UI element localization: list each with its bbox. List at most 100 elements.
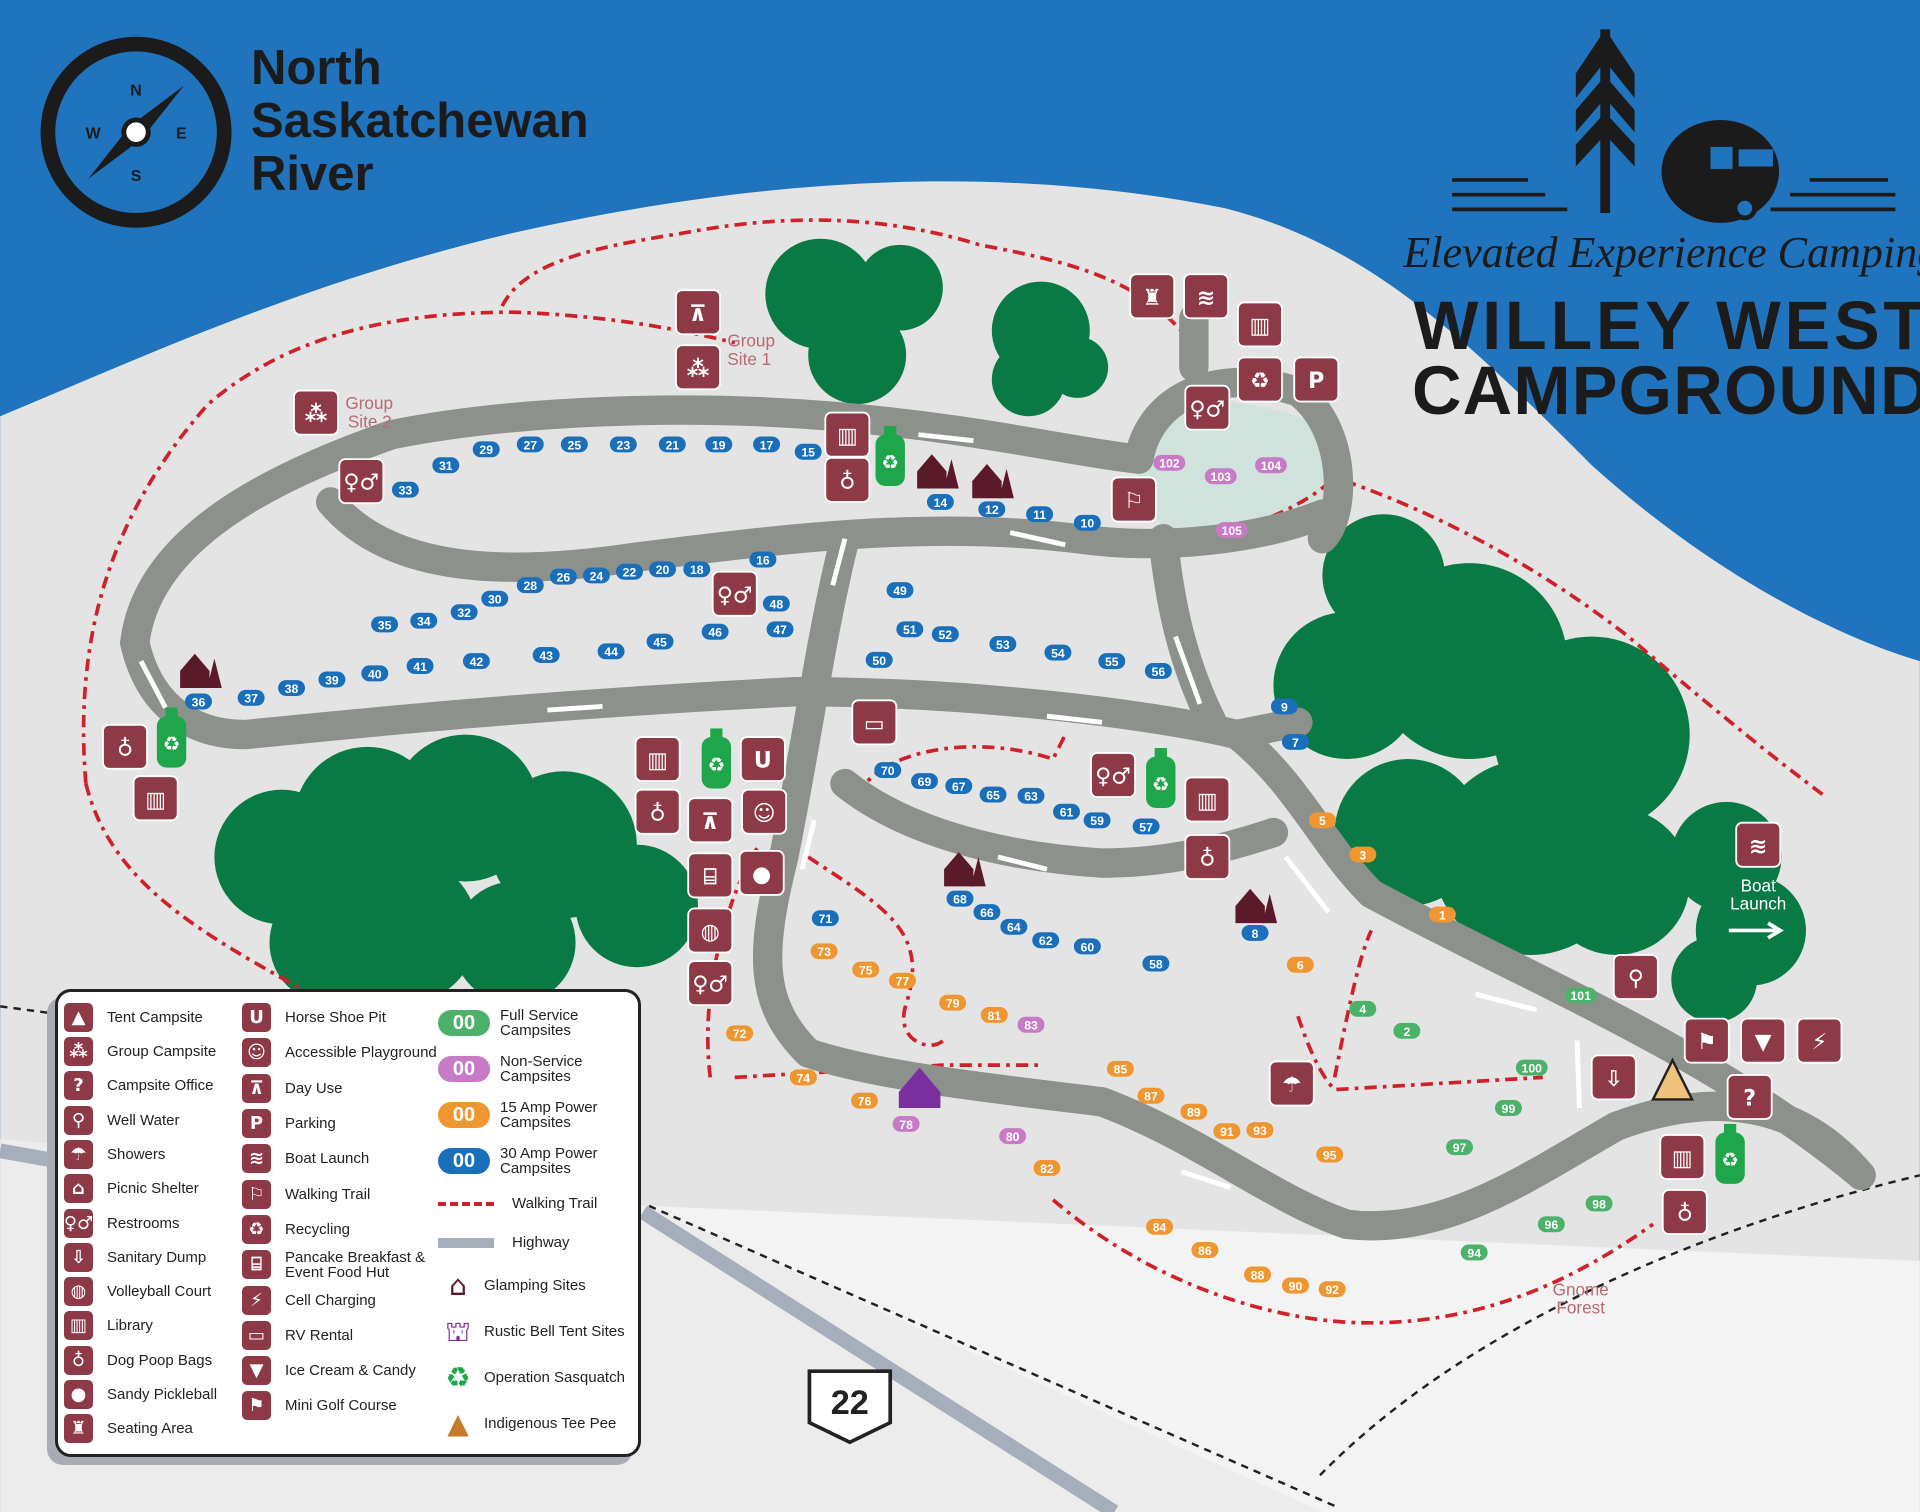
- campsite-77[interactable]: 77: [888, 972, 916, 989]
- restrooms-icon[interactable]: ♀♂: [338, 458, 385, 505]
- campsite-63[interactable]: 63: [1017, 787, 1045, 804]
- campsite-96[interactable]: 96: [1537, 1216, 1565, 1233]
- campsite-7[interactable]: 7: [1281, 733, 1309, 750]
- campsite-57[interactable]: 57: [1132, 818, 1160, 835]
- campsite-65[interactable]: 65: [979, 786, 1007, 803]
- campsite-4[interactable]: 4: [1349, 1000, 1377, 1017]
- campsite-55[interactable]: 55: [1098, 653, 1126, 670]
- campsite-68[interactable]: 68: [946, 890, 974, 907]
- sanitary-dump-icon[interactable]: ⇩: [1590, 1054, 1637, 1101]
- campsite-16[interactable]: 16: [749, 551, 777, 568]
- campsite-102[interactable]: 102: [1153, 454, 1186, 471]
- campsite-15[interactable]: 15: [794, 443, 822, 460]
- campsite-54[interactable]: 54: [1044, 644, 1072, 661]
- campsite-10[interactable]: 10: [1073, 514, 1101, 531]
- campsite-97[interactable]: 97: [1446, 1139, 1473, 1156]
- campsite-87[interactable]: 87: [1137, 1087, 1165, 1104]
- campsite-100[interactable]: 100: [1515, 1059, 1548, 1076]
- campsite-23[interactable]: 23: [609, 436, 637, 453]
- dog-poop-bag-icon[interactable]: ♁: [1661, 1189, 1708, 1236]
- restrooms-icon[interactable]: ♀♂: [711, 570, 758, 617]
- campsite-28[interactable]: 28: [516, 577, 544, 594]
- campsite-101[interactable]: 101: [1564, 987, 1597, 1004]
- campsite-74[interactable]: 74: [789, 1069, 817, 1086]
- glamping-icon[interactable]: [917, 454, 959, 489]
- campsite-1[interactable]: 1: [1428, 906, 1456, 923]
- campsite-9[interactable]: 9: [1270, 698, 1298, 715]
- campsite-73[interactable]: 73: [810, 943, 838, 960]
- campsite-30[interactable]: 30: [481, 590, 509, 607]
- campsite-19[interactable]: 19: [705, 436, 733, 453]
- campsite-103[interactable]: 103: [1204, 468, 1237, 485]
- recycling-icon[interactable]: ♻: [1236, 356, 1283, 403]
- campsite-29[interactable]: 29: [472, 441, 500, 458]
- campsite-26[interactable]: 26: [549, 568, 577, 585]
- campsite-50[interactable]: 50: [865, 651, 893, 668]
- parking-icon[interactable]: P: [1293, 356, 1340, 403]
- day-use-icon[interactable]: ⊼: [675, 289, 721, 336]
- campsite-24[interactable]: 24: [582, 567, 610, 584]
- tee-pee-icon[interactable]: [1650, 1057, 1695, 1101]
- restrooms-icon[interactable]: ♀♂: [1184, 384, 1231, 431]
- campsite-34[interactable]: 34: [410, 612, 438, 629]
- campsite-51[interactable]: 51: [896, 621, 924, 638]
- campsite-71[interactable]: 71: [811, 910, 839, 927]
- cell-charging-icon[interactable]: ⚡: [1796, 1017, 1843, 1064]
- boat-launch-icon[interactable]: ≋: [1735, 821, 1782, 868]
- campsite-90[interactable]: 90: [1281, 1277, 1309, 1294]
- campsite-60[interactable]: 60: [1073, 938, 1101, 955]
- ice-cream-icon[interactable]: ▼: [1740, 1017, 1787, 1064]
- sasquatch-bottle-icon[interactable]: ♻: [1715, 1123, 1745, 1184]
- campsite-92[interactable]: 92: [1318, 1281, 1346, 1298]
- restrooms-icon[interactable]: ♀♂: [1090, 752, 1136, 798]
- campsite-80[interactable]: 80: [999, 1128, 1027, 1145]
- campsite-11[interactable]: 11: [1026, 506, 1054, 523]
- showers-icon[interactable]: ☂: [1268, 1060, 1315, 1107]
- campsite-6[interactable]: 6: [1286, 956, 1314, 973]
- campsite-105[interactable]: 105: [1215, 522, 1248, 539]
- glamping-icon[interactable]: [180, 653, 222, 689]
- campsite-18[interactable]: 18: [683, 561, 711, 578]
- campsite-8[interactable]: 8: [1241, 924, 1269, 941]
- campsite-89[interactable]: 89: [1180, 1103, 1208, 1120]
- library-icon[interactable]: ▥: [1184, 776, 1231, 823]
- campsite-88[interactable]: 88: [1244, 1266, 1271, 1283]
- group-campsite-icon[interactable]: ⁂: [675, 344, 721, 391]
- campsite-21[interactable]: 21: [658, 436, 686, 453]
- campsite-5[interactable]: 5: [1308, 812, 1336, 829]
- campsite-83[interactable]: 83: [1017, 1016, 1045, 1033]
- campsite-70[interactable]: 70: [874, 762, 902, 779]
- campsite-85[interactable]: 85: [1106, 1060, 1134, 1077]
- campsite-76[interactable]: 76: [851, 1092, 878, 1109]
- boat-launch-icon[interactable]: ≋: [1183, 273, 1230, 320]
- bell-tent-icon[interactable]: [898, 1067, 941, 1108]
- dog-poop-bag-icon[interactable]: ♁: [824, 456, 871, 503]
- campsite-38[interactable]: 38: [278, 680, 306, 697]
- campsite-79[interactable]: 79: [939, 994, 967, 1011]
- library-icon[interactable]: ▥: [824, 411, 871, 458]
- campsite-98[interactable]: 98: [1585, 1195, 1613, 1212]
- campsite-2[interactable]: 2: [1393, 1022, 1421, 1039]
- campsite-27[interactable]: 27: [516, 436, 544, 453]
- campsite-104[interactable]: 104: [1255, 457, 1287, 474]
- sasquatch-bottle-icon[interactable]: ♻: [701, 728, 732, 789]
- campsite-99[interactable]: 99: [1495, 1100, 1522, 1116]
- well-water-icon[interactable]: ⚲: [1612, 954, 1659, 1000]
- campsite-66[interactable]: 66: [973, 904, 1001, 921]
- campsite-78[interactable]: 78: [892, 1115, 920, 1132]
- campsite-91[interactable]: 91: [1213, 1123, 1241, 1140]
- campsite-84[interactable]: 84: [1146, 1218, 1174, 1235]
- library-icon[interactable]: ▥: [634, 736, 681, 783]
- campsite-86[interactable]: 86: [1191, 1242, 1219, 1258]
- campsite-64[interactable]: 64: [1000, 918, 1028, 935]
- campsite-53[interactable]: 53: [989, 636, 1017, 652]
- library-icon[interactable]: ▥: [132, 775, 179, 822]
- campsite-62[interactable]: 62: [1032, 932, 1060, 949]
- campsite-42[interactable]: 42: [462, 653, 490, 670]
- campsite-office-icon[interactable]: ?: [1726, 1074, 1773, 1120]
- sasquatch-bottle-icon[interactable]: ♻: [156, 707, 187, 768]
- campsite-56[interactable]: 56: [1144, 662, 1172, 679]
- walking-trail-icon[interactable]: ⚐: [1110, 476, 1157, 523]
- rv-rental-icon[interactable]: ▭: [851, 699, 898, 746]
- campsite-14[interactable]: 14: [926, 494, 954, 510]
